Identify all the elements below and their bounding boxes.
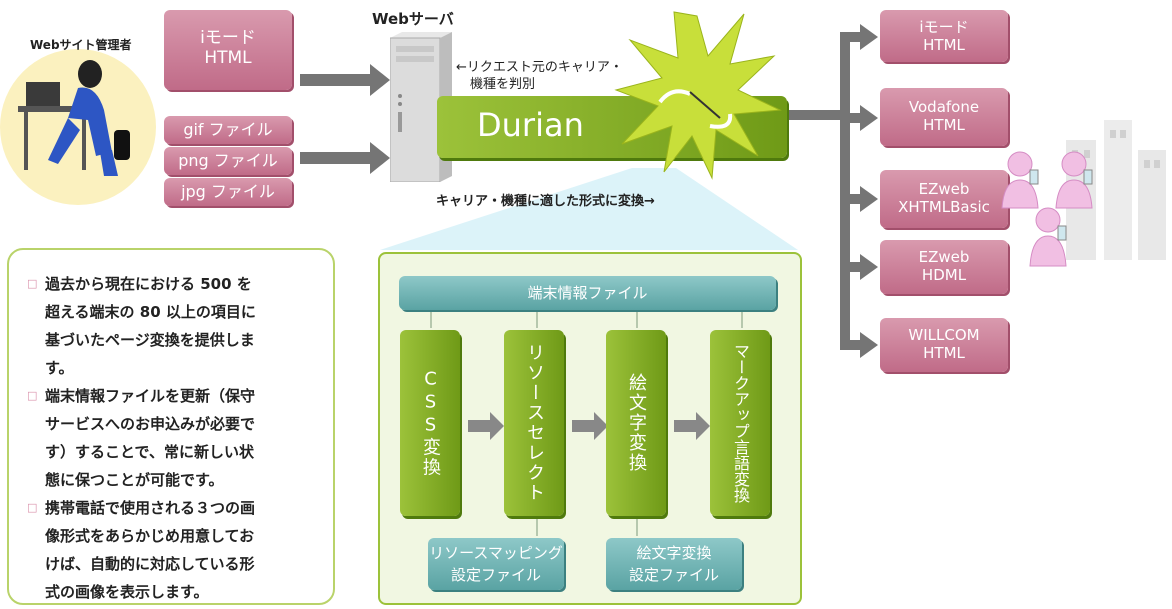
step-css-conversion: CSS変換	[400, 330, 460, 516]
users-icon	[1001, 151, 1093, 267]
input-gif-file: gif ファイル	[164, 116, 292, 144]
step-markup-conversion: マークアップ言語変換	[710, 330, 770, 516]
convert-note: キャリア・機種に適した形式に変換→	[436, 194, 655, 209]
feature-item: 携帯電話で使用される３つの画像形式をあらかじめ用意しておけば、自動的に対応してい…	[27, 494, 323, 606]
request-note-line2: 機種を判別	[470, 77, 536, 92]
feature-item: 端末情報ファイルを更新（保守サービスへのお申込みが必要です）することで、常に新し…	[27, 382, 323, 494]
emoji-config: 絵文字変換設定ファイル	[606, 538, 742, 590]
device-info-file: 端末情報ファイル	[399, 276, 776, 310]
detail-connectors	[430, 312, 743, 536]
admin-label: Webサイト管理者	[30, 38, 132, 52]
step-emoji-conversion: 絵文字変換	[606, 330, 666, 516]
admin-person-icon	[18, 60, 130, 176]
input-png-file: png ファイル	[164, 147, 292, 175]
input-jpg-file: jpg ファイル	[164, 178, 292, 206]
durian-label: Durian	[477, 106, 584, 144]
server-title: Webサーバ	[372, 10, 454, 28]
resource-mapping-config: リソースマッピング設定ファイル	[428, 538, 564, 590]
step-resource-select: リソースセレクト	[504, 330, 564, 516]
magnifier-burst-icon	[614, 11, 782, 180]
request-note-line1: ←リクエスト元のキャリア・	[456, 60, 623, 75]
